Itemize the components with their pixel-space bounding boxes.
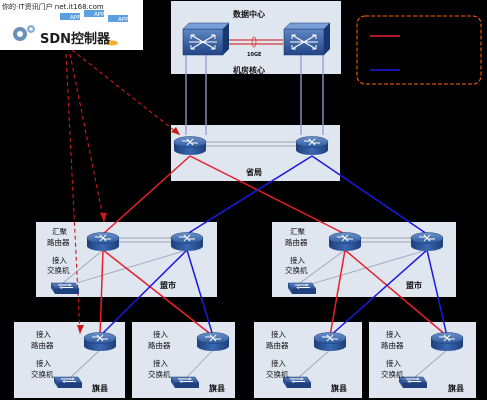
city-to-county-links bbox=[99, 249, 448, 337]
brand-swoosh-icon bbox=[106, 40, 118, 46]
province-interconnect bbox=[205, 141, 296, 147]
county-4-region: 旗县 bbox=[448, 383, 464, 393]
county-1-router-label-1: 接入 bbox=[36, 329, 51, 339]
county-2-router bbox=[196, 331, 230, 352]
city-right-acc-label-2: 交换机 bbox=[285, 265, 308, 275]
city-right-internal bbox=[299, 237, 428, 286]
county-1-switch bbox=[53, 376, 83, 389]
county-4-router-label-1: 接入 bbox=[386, 329, 401, 339]
sdn-controller-panel bbox=[0, 0, 143, 50]
app-label-3: APP bbox=[118, 17, 129, 23]
city-left-agg-label-1: 汇聚 bbox=[52, 227, 67, 236]
city-left-agg-router-1 bbox=[86, 231, 120, 252]
app-label-2: APP bbox=[94, 12, 105, 18]
city-right-agg-label-2: 路由器 bbox=[285, 237, 308, 247]
city-right-region: 盟市 bbox=[406, 280, 422, 290]
county-3-router-label-1: 接入 bbox=[271, 329, 286, 339]
sdn-arrow-county bbox=[77, 325, 84, 334]
county-2-router-label-1: 接入 bbox=[153, 329, 168, 339]
city-right-access-switch bbox=[287, 282, 317, 295]
city-right-agg-label-1: 汇聚 bbox=[290, 227, 305, 236]
county-1-switch-label-2: 交换机 bbox=[31, 369, 54, 379]
county-1-switch-label-1: 接入 bbox=[36, 358, 51, 368]
province-label: 省局 bbox=[245, 167, 262, 177]
county-1-router bbox=[83, 331, 117, 352]
province-router-right bbox=[295, 135, 329, 156]
city-left-access-switch bbox=[50, 282, 80, 295]
link-prov-left-to-city-left bbox=[102, 155, 191, 235]
city-left-agg-label-2: 路由器 bbox=[47, 237, 70, 247]
city-left-region: 盟市 bbox=[160, 280, 176, 290]
county-internal-links bbox=[69, 349, 448, 379]
county-3-switch-label-2: 交换机 bbox=[266, 369, 289, 379]
core-interconnect bbox=[225, 36, 283, 48]
county-1-region: 旗县 bbox=[92, 383, 108, 393]
sdn-arrow-province bbox=[171, 127, 180, 135]
county-4-switch-label-2: 交换机 bbox=[381, 369, 404, 379]
county-2-switch-label-1: 接入 bbox=[153, 358, 168, 368]
city-left-acc-label-1: 接入 bbox=[52, 255, 67, 265]
app-label-1: APP bbox=[70, 15, 81, 21]
legend-box bbox=[356, 15, 482, 85]
county-1-router-label-2: 路由器 bbox=[31, 340, 54, 350]
link-speed-label: 10GE bbox=[247, 52, 262, 58]
county-3-router-label-2: 路由器 bbox=[266, 340, 289, 350]
core-switch-right bbox=[283, 22, 331, 56]
link-prov-right-to-city-left bbox=[186, 155, 313, 235]
county-2-region: 旗县 bbox=[209, 383, 225, 393]
county-2-router-label-2: 路由器 bbox=[148, 340, 171, 350]
city-right-acc-label-1: 接入 bbox=[290, 255, 305, 265]
sdn-controller-title: SDN控制器 bbox=[40, 31, 111, 47]
link-prov-left-to-city-right bbox=[189, 155, 346, 235]
datacenter-title: 数据中心 bbox=[233, 9, 265, 19]
county-3-router bbox=[313, 331, 347, 352]
core-switch-left bbox=[182, 22, 230, 56]
city-left-acc-label-2: 交换机 bbox=[47, 265, 70, 275]
county-3-region: 旗县 bbox=[331, 383, 347, 393]
core-uplinks bbox=[185, 55, 324, 135]
app-badge-1 bbox=[60, 13, 80, 20]
core-label: 机房核心 bbox=[233, 65, 265, 75]
watermark-text: 你的·IT资讯门户 net.it168.com bbox=[2, 2, 104, 11]
city-left-internal bbox=[62, 237, 188, 286]
county-3-switch-label-1: 接入 bbox=[271, 358, 286, 368]
app-badge-2 bbox=[84, 10, 104, 17]
app-badge-3 bbox=[108, 15, 128, 22]
province-router-left bbox=[173, 135, 207, 156]
county-4-switch-label-1: 接入 bbox=[386, 358, 401, 368]
county-2-switch-label-2: 交换机 bbox=[148, 369, 171, 379]
sdn-arrow-city bbox=[100, 213, 107, 222]
county-2-switch bbox=[170, 376, 200, 389]
sdn-controller-graphic bbox=[13, 10, 128, 46]
city-right-agg-router-1 bbox=[328, 231, 362, 252]
city-left-agg-router-2 bbox=[170, 231, 204, 252]
link-prov-right-to-city-right bbox=[311, 155, 428, 235]
county-4-router bbox=[430, 331, 464, 352]
city-right-agg-router-2 bbox=[410, 231, 444, 252]
county-4-router-label-2: 路由器 bbox=[381, 340, 404, 350]
